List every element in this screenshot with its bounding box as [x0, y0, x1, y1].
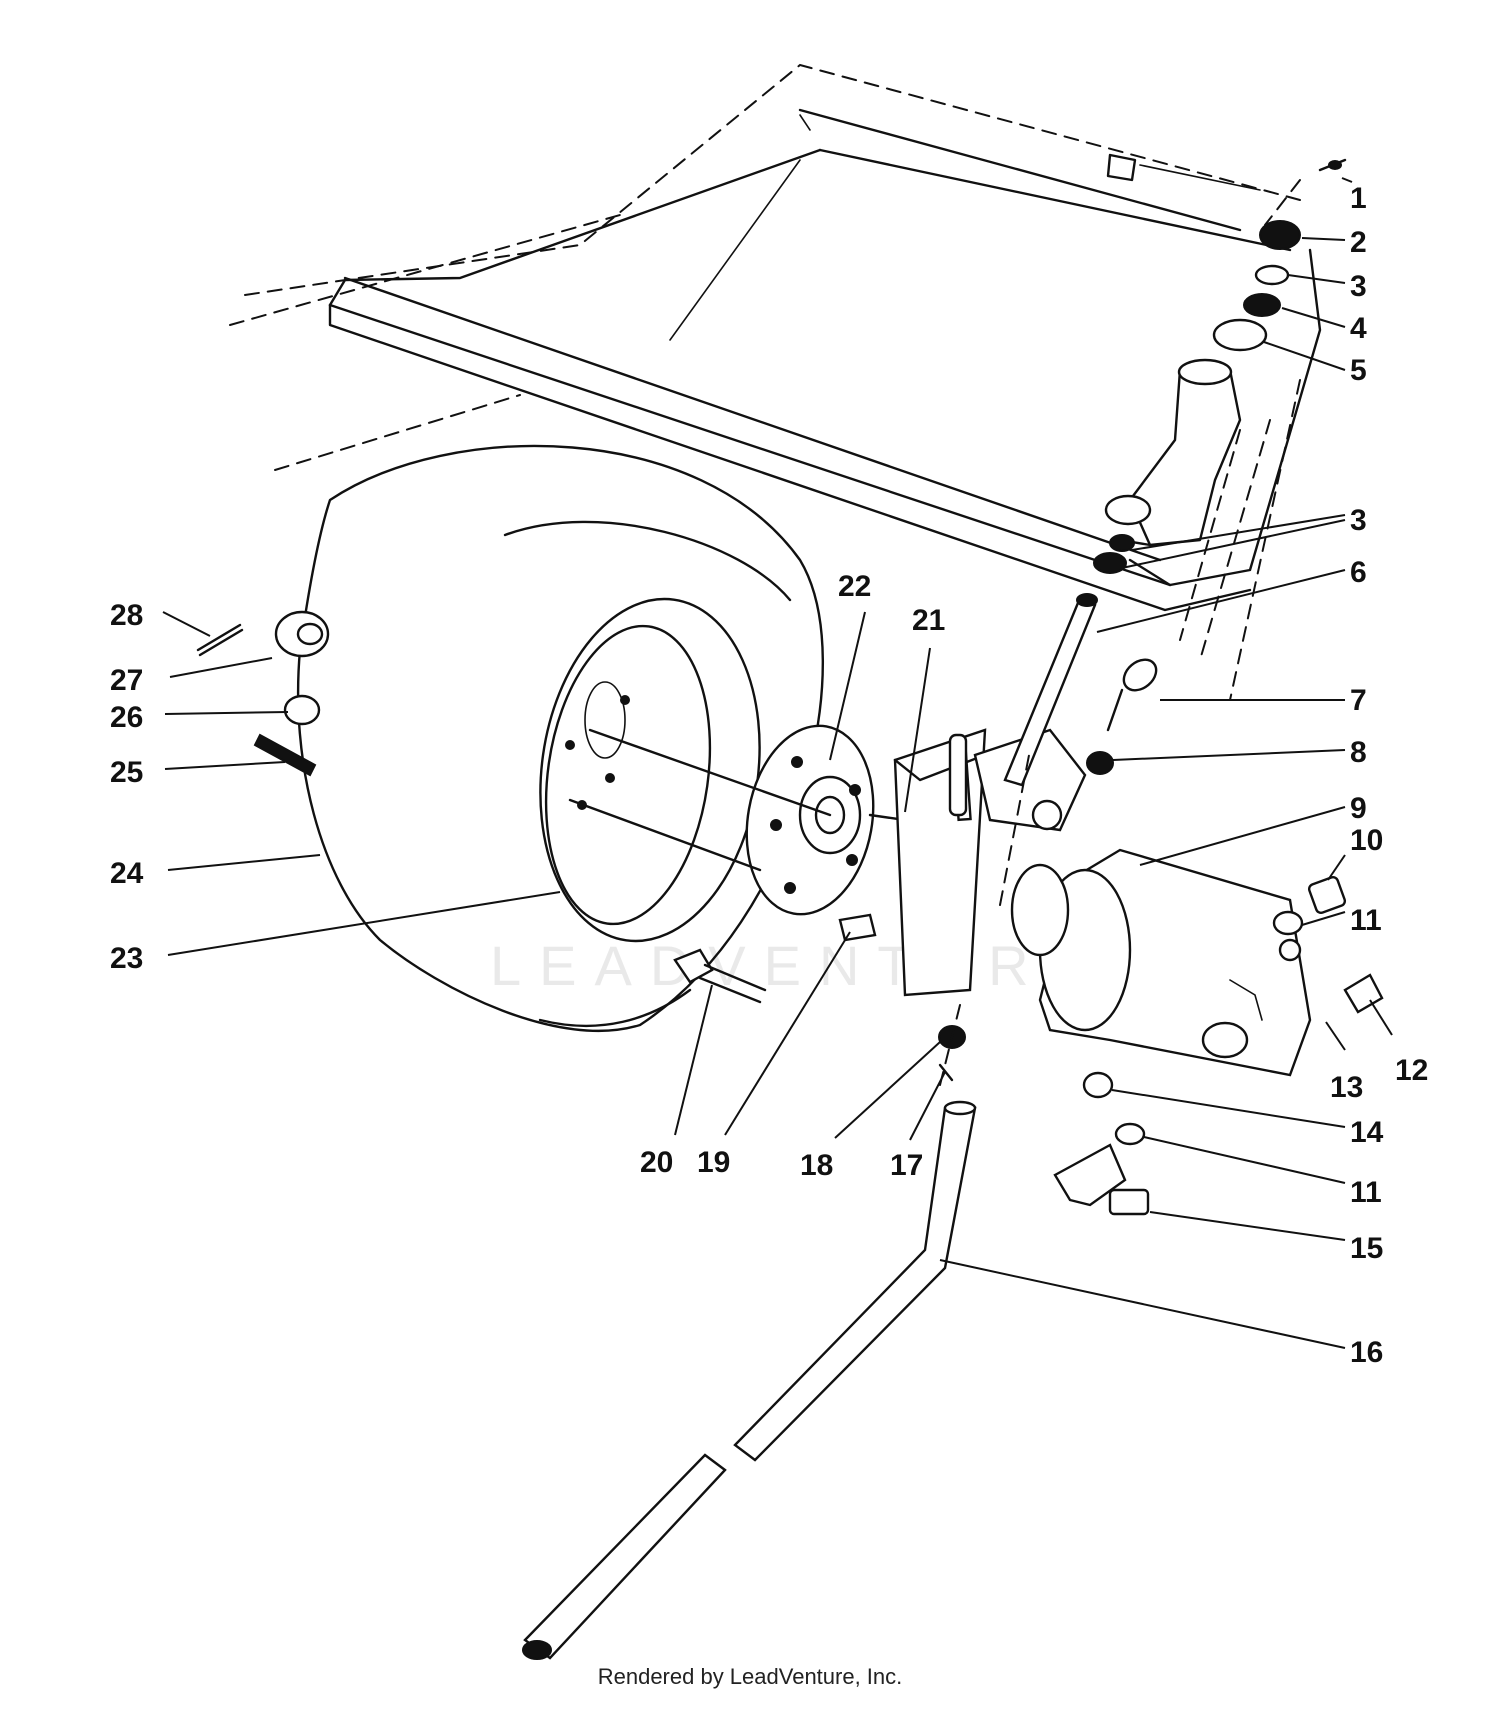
- leader-lines: [162, 177, 1393, 1349]
- callout-15: 15: [1350, 1232, 1383, 1265]
- callout-10: 10: [1350, 824, 1383, 857]
- hub-assembly: [568, 724, 907, 942]
- callout-14: 14: [1350, 1116, 1384, 1149]
- callout-22: 22: [838, 570, 871, 603]
- callout-11-lower: 11: [1350, 1176, 1382, 1209]
- callout-28: 28: [110, 599, 143, 632]
- callout-25: 25: [110, 756, 143, 789]
- bracket-assembly: [893, 593, 1158, 997]
- callout-27: 27: [110, 664, 143, 697]
- callout-7: 7: [1350, 684, 1367, 717]
- hardware: [196, 610, 966, 1082]
- wheel-motor: [1010, 848, 1384, 1216]
- callout-3-lower: 3: [1350, 504, 1367, 537]
- callout-16: 16: [1350, 1336, 1383, 1369]
- callout-2: 2: [1350, 226, 1367, 259]
- render-credit: Rendered by LeadVenture, Inc.: [597, 1664, 903, 1689]
- callout-numbers: 1 2 3 4 5 3 6 7 8 9 10 11 12 13 14 11 15…: [110, 182, 1428, 1369]
- callout-18: 18: [800, 1149, 833, 1182]
- callout-12: 12: [1395, 1054, 1428, 1087]
- callout-11-upper: 11: [1350, 904, 1382, 937]
- callout-21: 21: [912, 604, 945, 637]
- spindle-column: [1093, 158, 1347, 574]
- callout-23: 23: [110, 942, 143, 975]
- callout-9: 9: [1350, 792, 1367, 825]
- handle-tube: [522, 749, 1031, 1660]
- callout-20: 20: [640, 1146, 673, 1179]
- callout-13: 13: [1330, 1071, 1363, 1104]
- callout-4: 4: [1350, 312, 1367, 345]
- callout-17: 17: [890, 1149, 923, 1182]
- frame-deck: [229, 63, 1322, 701]
- callout-19: 19: [697, 1146, 730, 1179]
- watermark-text: LEADVENTURE: [490, 934, 1102, 997]
- callout-3: 3: [1350, 270, 1367, 303]
- wheel-tire: [296, 444, 825, 1033]
- callout-24: 24: [110, 857, 144, 890]
- callout-6: 6: [1350, 556, 1367, 589]
- callout-8: 8: [1350, 736, 1367, 769]
- callout-1: 1: [1350, 182, 1367, 215]
- callout-26: 26: [110, 701, 143, 734]
- callout-5: 5: [1350, 354, 1367, 387]
